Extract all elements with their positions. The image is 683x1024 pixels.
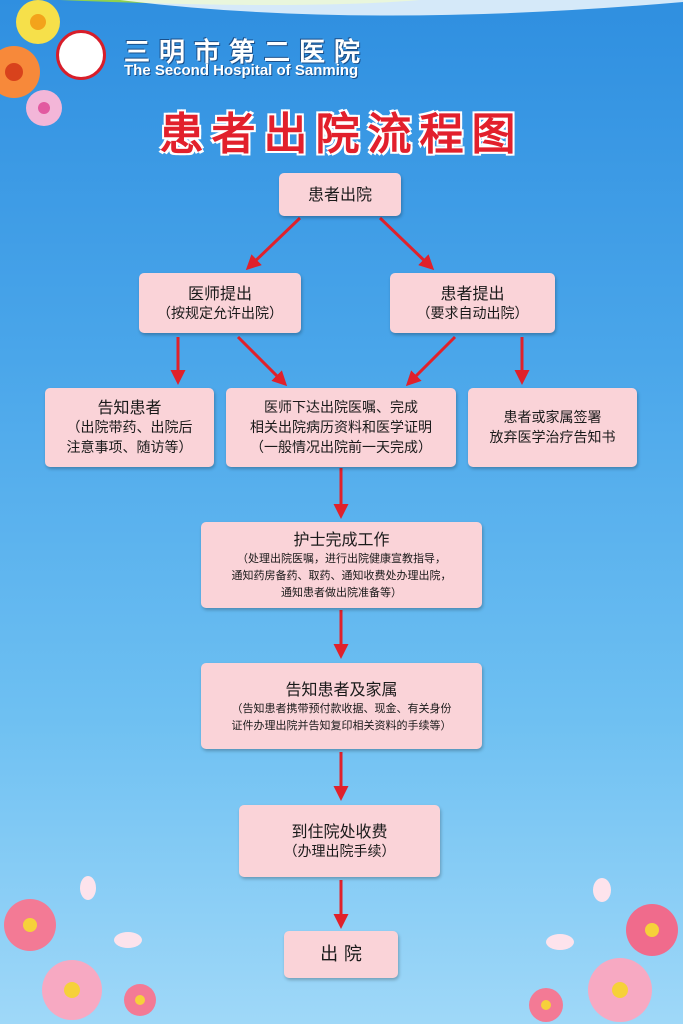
node-title: 出 院 bbox=[320, 943, 362, 965]
flower-icon bbox=[16, 0, 60, 44]
node-discharge-order: 医师下达出院医嘱、完成 相关出院病历资料和医学证明 （一般情况出院前一天完成） bbox=[226, 388, 456, 467]
node-line: 通知药房备药、取药、通知收费处办理出院， bbox=[231, 569, 452, 582]
node-line: （出院带药、出院后 bbox=[66, 420, 193, 436]
node-line: 证件办理出院并告知复印相关资料的手续等） bbox=[231, 718, 452, 732]
node-doctor-proposes: 医师提出 （按规定允许出院） bbox=[139, 273, 301, 333]
node-title: 到住院处收费 bbox=[291, 821, 388, 841]
node-title: 患者提出 bbox=[440, 283, 505, 303]
node-line: 注意事项、随访等） bbox=[66, 440, 193, 456]
node-line: 医师下达出院医嘱、完成 bbox=[264, 399, 418, 416]
arrow-icon bbox=[405, 335, 457, 387]
flower-icon bbox=[529, 988, 563, 1022]
petal-icon bbox=[593, 878, 611, 902]
flower-icon bbox=[26, 90, 62, 126]
node-note: （办理出院手续） bbox=[283, 843, 396, 860]
flower-icon bbox=[588, 958, 652, 1022]
node-line: 通知患者做出院准备等） bbox=[281, 586, 402, 599]
petal-icon bbox=[80, 876, 96, 900]
node-note: （按规定允许出院） bbox=[157, 305, 283, 322]
hospital-name: 三明市第二医院 bbox=[124, 38, 370, 68]
node-line: 放弃医学治疗告知书 bbox=[489, 429, 616, 446]
node-billing: 到住院处收费 （办理出院手续） bbox=[239, 805, 440, 877]
node-line: （告知患者携带预付款收据、现金、有关身份 bbox=[231, 701, 452, 715]
flower-icon bbox=[626, 904, 678, 956]
node-line: 患者或家属签署 bbox=[503, 409, 602, 426]
arrow-icon bbox=[245, 216, 302, 271]
node-title: 告知患者 bbox=[97, 398, 162, 417]
node-nurse-tasks: 护士完成工作 （处理出院医嘱，进行出院健康宣教指导， 通知药房备药、取药、通知收… bbox=[201, 522, 482, 608]
node-line: （一般情况出院前一天完成） bbox=[250, 439, 432, 456]
node-title: 告知患者及家属 bbox=[285, 679, 398, 699]
node-line: 相关出院病历资料和医学证明 bbox=[250, 419, 432, 436]
arrow-icon bbox=[378, 216, 435, 271]
petal-icon bbox=[114, 932, 142, 948]
flower-icon bbox=[124, 984, 156, 1016]
node-note: （要求自动出院） bbox=[416, 305, 529, 322]
node-inform-patient: 告知患者 （出院带药、出院后 注意事项、随访等） bbox=[45, 388, 214, 467]
hospital-name-en: The Second Hospital of Sanming bbox=[124, 62, 359, 79]
white-swoosh bbox=[120, 0, 683, 16]
arrow-icon bbox=[236, 335, 288, 387]
node-sign-waiver: 患者或家属签署 放弃医学治疗告知书 bbox=[468, 388, 637, 467]
node-title: 医师提出 bbox=[187, 283, 252, 303]
node-title: 患者出院 bbox=[307, 185, 372, 204]
node-patient-discharge: 患者出院 bbox=[279, 173, 401, 216]
page-title: 患者出院流程图 bbox=[159, 109, 524, 160]
node-discharged: 出 院 bbox=[284, 931, 398, 978]
node-line: （处理出院医嘱，进行出院健康宣教指导， bbox=[237, 552, 446, 565]
petal-icon bbox=[546, 934, 574, 950]
hospital-logo-icon bbox=[56, 30, 106, 80]
flower-icon bbox=[0, 46, 40, 98]
node-patient-proposes: 患者提出 （要求自动出院） bbox=[390, 273, 555, 333]
flower-icon bbox=[42, 960, 102, 1020]
node-inform-family: 告知患者及家属 （告知患者携带预付款收据、现金、有关身份 证件办理出院并告知复印… bbox=[201, 663, 482, 749]
flower-icon bbox=[4, 899, 56, 951]
node-title: 护士完成工作 bbox=[293, 530, 390, 549]
